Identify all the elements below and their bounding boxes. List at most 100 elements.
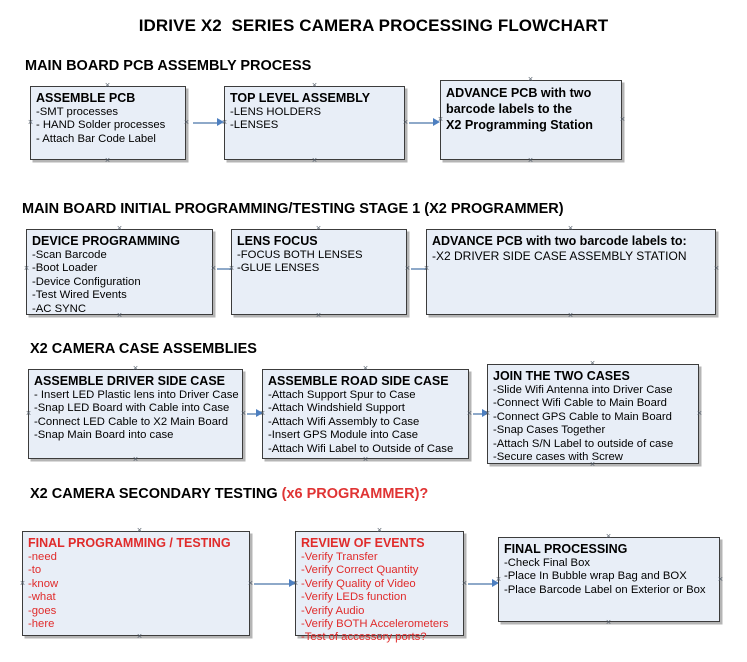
connector-assemble-pcb-to-top-level <box>193 122 218 124</box>
connector-final-programming-to-review-of-events <box>254 583 290 585</box>
connection-handle-bottom[interactable] <box>104 157 111 164</box>
box-advance-pcb-to-x2-programming-station[interactable]: ADVANCE PCB with two barcode labels to t… <box>440 80 622 160</box>
box-line: -GLUE LENSES <box>237 262 320 275</box>
box-line: -Check Final Box <box>504 557 591 569</box>
connection-handle-right[interactable] <box>404 265 411 272</box>
connection-handle-bottom[interactable] <box>116 312 123 319</box>
connection-handle-top[interactable] <box>132 365 139 372</box>
box-line: -Scan Barcode <box>32 249 107 261</box>
connection-handle-top[interactable] <box>527 76 534 83</box>
box-line: -Insert GPS Module into Case <box>268 429 419 442</box>
connection-handle-bottom[interactable] <box>605 619 612 626</box>
section-heading-text: MAIN BOARD INITIAL PROGRAMMING/TESTING S… <box>22 201 564 217</box>
connection-handle-left[interactable] <box>484 410 491 417</box>
section-heading-text: X2 CAMERA CASE ASSEMBLIES <box>30 341 257 357</box>
box-line: -Verify Quality of Video <box>301 577 416 590</box>
connector-top-level-to-advance-pcb <box>409 122 434 124</box>
box-line: -Device Configuration <box>32 275 141 288</box>
box-assemble-road-side-case[interactable]: ASSEMBLE ROAD SIDE CASE -Attach Support … <box>262 369 469 459</box>
box-join-the-two-cases[interactable]: JOIN THE TWO CASES -Slide Wifi Antenna i… <box>487 364 699 464</box>
box-line-overflow: -Test of accessory ports? <box>301 631 427 644</box>
connection-handle-bottom[interactable] <box>527 157 534 164</box>
connection-handle-right[interactable] <box>461 580 468 587</box>
box-title: REVIEW OF EVENTS <box>301 536 425 550</box>
connection-handle-left[interactable] <box>25 410 32 417</box>
box-title: JOIN THE TWO CASES <box>493 369 630 383</box>
box-line: -SMT processes <box>36 106 119 118</box>
box-line: -Test Wired Events <box>32 289 127 302</box>
box-line: -Snap Cases Together <box>493 424 606 437</box>
box-title: ASSEMBLE ROAD SIDE CASE <box>268 374 449 388</box>
box-line: -goes <box>28 604 57 617</box>
box-line: -Place Barcode Label on Exterior or Box <box>504 583 706 596</box>
box-assemble-driver-side-case[interactable]: ASSEMBLE DRIVER SIDE CASE - Insert LED P… <box>28 369 243 459</box>
box-top-level-assembly[interactable]: TOP LEVEL ASSEMBLY -LENS HOLDERS -LENSES <box>224 86 405 160</box>
box-final-programming-testing[interactable]: FINAL PROGRAMMING / TESTING -need -to -k… <box>22 531 250 636</box>
connection-handle-top[interactable] <box>311 82 318 89</box>
box-line: -know <box>28 577 59 590</box>
box-line: -Attach Windshield Support <box>268 402 405 415</box>
box-line: - Attach Bar Code Label <box>36 132 156 145</box>
connection-handle-right[interactable] <box>402 119 409 126</box>
connection-handle-right[interactable] <box>713 265 720 272</box>
connection-handle-bottom[interactable] <box>311 157 318 164</box>
box-line: -Slide Wifi Antenna into Driver Case <box>493 384 673 396</box>
connection-handle-right[interactable] <box>466 410 473 417</box>
connection-handle-left[interactable] <box>23 265 30 272</box>
connection-handle-bottom[interactable] <box>362 456 369 463</box>
connection-handle-left[interactable] <box>19 580 26 587</box>
box-line: -Snap Main Board into case <box>34 429 174 442</box>
box-line: - Insert LED Plastic lens into Driver Ca… <box>34 389 239 401</box>
box-advance-pcb-to-driver-side-case-assembly-station[interactable]: ADVANCE PCB with two barcode labels to: … <box>426 229 716 315</box>
connection-handle-right[interactable] <box>210 265 217 272</box>
connection-handle-top[interactable] <box>605 533 612 540</box>
box-line: barcode labels to the <box>446 102 572 116</box>
connection-handle-right[interactable] <box>717 576 724 583</box>
box-title: FINAL PROCESSING <box>504 542 628 556</box>
connection-handle-right[interactable] <box>247 580 254 587</box>
box-title: ADVANCE PCB with two barcode labels to: <box>432 234 687 248</box>
connector-road-case-to-join-cases <box>473 413 484 415</box>
box-line: -X2 DRIVER SIDE CASE ASSEMBLY STATION <box>432 249 687 263</box>
connection-handle-right[interactable] <box>619 116 626 123</box>
connection-handle-top[interactable] <box>376 527 383 534</box>
box-lens-focus[interactable]: LENS FOCUS -FOCUS BOTH LENSES -GLUE LENS… <box>231 229 407 315</box>
connection-handle-left[interactable] <box>27 119 34 126</box>
box-assemble-pcb[interactable]: ASSEMBLE PCB -SMT processes - HAND Solde… <box>30 86 186 160</box>
box-line: -Verify Audio <box>301 604 365 617</box>
connection-handle-top[interactable] <box>136 527 143 534</box>
connection-handle-left[interactable] <box>423 265 430 272</box>
connection-handle-left[interactable] <box>221 119 228 126</box>
box-line: -Connect GPS Cable to Main Board <box>493 410 672 423</box>
box-final-processing[interactable]: FINAL PROCESSING -Check Final Box -Place… <box>498 537 720 622</box>
connection-handle-bottom[interactable] <box>376 633 383 640</box>
connection-handle-right[interactable] <box>183 119 190 126</box>
connection-handle-left[interactable] <box>292 580 299 587</box>
connection-handle-bottom[interactable] <box>589 461 596 468</box>
connection-handle-top[interactable] <box>116 225 123 232</box>
connection-handle-bottom[interactable] <box>132 456 139 463</box>
box-line: -Verify BOTH Accelerometers <box>301 618 449 631</box>
connection-handle-bottom[interactable] <box>136 633 143 640</box>
connection-handle-left[interactable] <box>495 576 502 583</box>
box-review-of-events[interactable]: REVIEW OF EVENTS -Verify Transfer -Verif… <box>295 531 464 643</box>
connection-handle-right[interactable] <box>696 410 703 417</box>
box-device-programming[interactable]: DEVICE PROGRAMMING -Scan Barcode -Boot L… <box>26 229 213 315</box>
section-heading-accent: (x6 PROGRAMMER)? <box>281 486 429 502</box>
connection-handle-bottom[interactable] <box>567 312 574 319</box>
connection-handle-top[interactable] <box>104 82 111 89</box>
connection-handle-bottom[interactable] <box>315 312 322 319</box>
connection-handle-top[interactable] <box>567 225 574 232</box>
connection-handle-top[interactable] <box>589 360 596 367</box>
connection-handle-left[interactable] <box>228 265 235 272</box>
connection-handle-left[interactable] <box>437 116 444 123</box>
box-title: ASSEMBLE PCB <box>36 91 136 105</box>
box-line: -LENSES <box>230 119 279 132</box>
box-line: -Verify Correct Quantity <box>301 564 419 577</box>
connection-handle-top[interactable] <box>315 225 322 232</box>
box-line: -Place In Bubble wrap Bag and BOX <box>504 570 687 583</box>
connection-handle-top[interactable] <box>362 365 369 372</box>
connection-handle-left[interactable] <box>259 410 266 417</box>
box-line: ADVANCE PCB with two <box>446 86 592 100</box>
connection-handle-right[interactable] <box>240 410 247 417</box>
